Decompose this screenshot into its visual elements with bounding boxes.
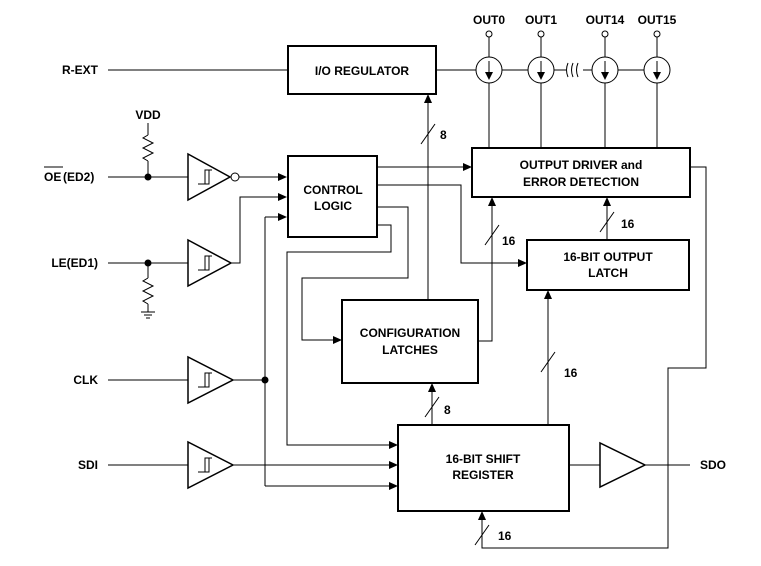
configuration-latches-block xyxy=(341,299,479,384)
oe-label: OE (ED2) xyxy=(44,166,94,184)
current-source-out0 xyxy=(475,56,503,84)
out14-pin xyxy=(601,30,609,38)
rext-label: R-EXT xyxy=(62,63,99,77)
vdd-junction xyxy=(144,173,152,181)
configuration-latches-label-1: CONFIGURATION xyxy=(360,326,460,340)
shift-register-label-1: 16-BIT SHIFT xyxy=(446,452,521,466)
output-driver-label-1: OUTPUT DRIVER and xyxy=(520,158,643,172)
current-source-out1 xyxy=(527,56,555,84)
oe-suffix-label: (ED2) xyxy=(63,170,94,184)
oe-schmitt-buffer xyxy=(187,152,240,202)
io-regulator-label: I/O REGULATOR xyxy=(315,64,410,78)
oe-bar-label: OE xyxy=(44,170,61,184)
current-source-out15 xyxy=(643,56,671,84)
control-logic-block xyxy=(287,155,378,238)
le-label: LE(ED1) xyxy=(51,256,98,270)
out0-pin xyxy=(485,30,493,38)
le-junction xyxy=(144,259,152,267)
sdi-label: SDI xyxy=(78,458,98,472)
output-latch-block xyxy=(526,239,690,291)
sdo-output-buffer xyxy=(599,441,647,489)
le-schmitt-buffer xyxy=(187,238,233,288)
bus-width-config-to-io: 8 xyxy=(440,128,447,142)
sdo-label: SDO xyxy=(700,458,726,472)
out1-pin xyxy=(537,30,545,38)
control-logic-label-1: CONTROL xyxy=(303,183,362,197)
bus-width-shift-to-driver: 16 xyxy=(502,234,516,248)
out0-label: OUT0 xyxy=(473,13,505,27)
control-logic-label-2: LOGIC xyxy=(314,199,352,213)
clk-schmitt-buffer xyxy=(187,355,235,405)
output-driver-label-2: ERROR DETECTION xyxy=(523,175,639,189)
line-break-symbol xyxy=(566,62,579,78)
sdi-schmitt-buffer xyxy=(187,440,235,490)
vdd-label: VDD xyxy=(135,108,161,122)
io-regulator-block xyxy=(287,45,437,95)
out15-label: OUT15 xyxy=(638,13,677,27)
bus-width-latch-to-driver: 16 xyxy=(621,217,635,231)
bus-width-shift-to-config: 8 xyxy=(444,403,451,417)
bus-width-sdo-feedback: 16 xyxy=(498,529,512,543)
clk-junction xyxy=(261,376,269,384)
output-driver-block xyxy=(471,147,691,198)
output-latch-label-2: LATCH xyxy=(588,266,628,280)
shift-register-block xyxy=(397,424,570,512)
configuration-latches-label-2: LATCHES xyxy=(382,343,438,357)
out1-label: OUT1 xyxy=(525,13,557,27)
shift-register-label-2: REGISTER xyxy=(452,468,514,482)
current-source-out14 xyxy=(591,56,619,84)
output-latch-label-1: 16-BIT OUTPUT xyxy=(563,250,653,264)
out14-label: OUT14 xyxy=(586,13,625,27)
out15-pin xyxy=(653,30,661,38)
clk-label: CLK xyxy=(73,373,98,387)
bus-width-shift-to-latch: 16 xyxy=(564,366,578,380)
